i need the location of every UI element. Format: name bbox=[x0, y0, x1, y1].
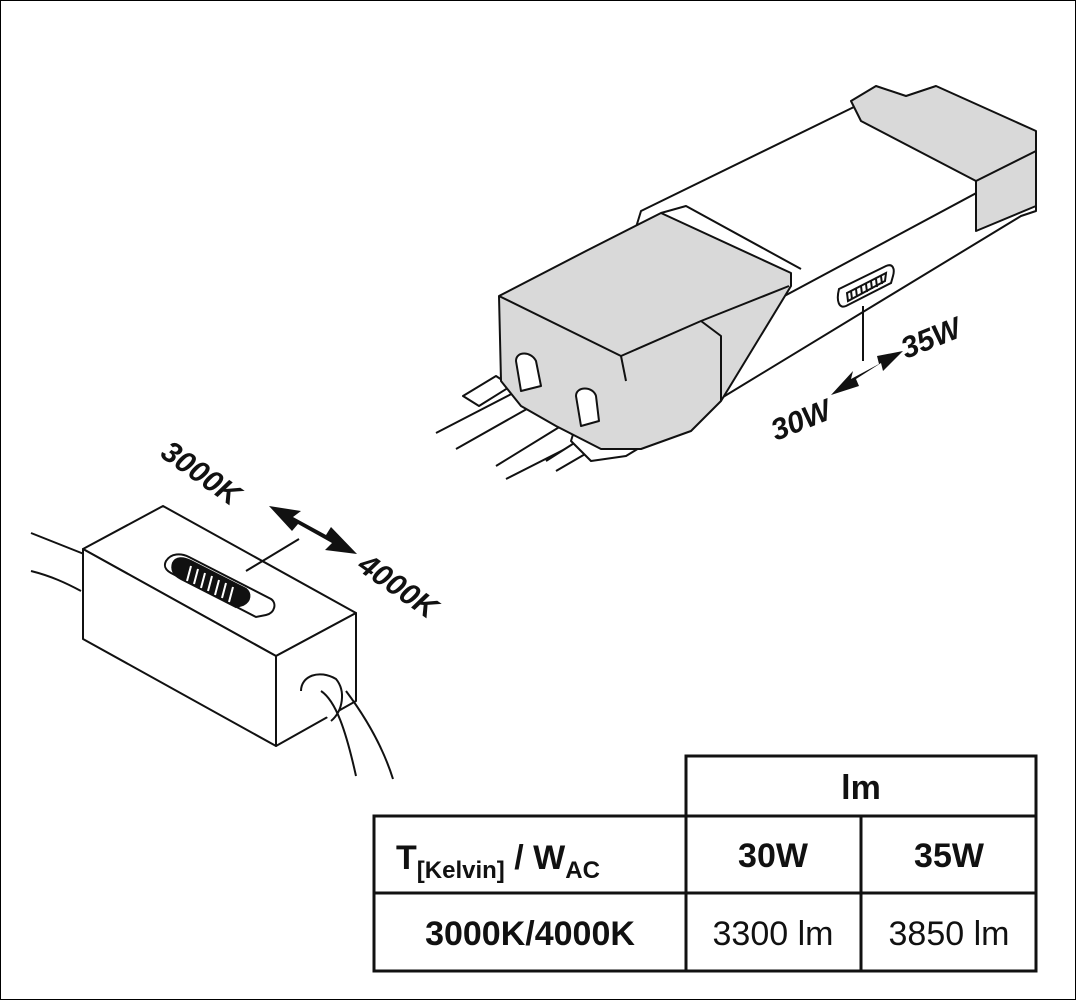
driver-cap-edge bbox=[975, 150, 1037, 182]
watt-low-label: 30W bbox=[766, 393, 838, 448]
cable-right-2 bbox=[345, 690, 394, 780]
col-header-30w: 30W bbox=[738, 837, 809, 875]
double-arrow-icon bbox=[269, 506, 357, 554]
driver-cap bbox=[850, 85, 1037, 232]
cable-right-1 bbox=[320, 690, 357, 777]
row-label: 3000K/4000K bbox=[425, 915, 635, 953]
socket-1 bbox=[515, 352, 542, 392]
led-driver bbox=[435, 85, 1037, 480]
double-arrow-icon bbox=[831, 351, 903, 395]
cable-left-bottom bbox=[30, 570, 82, 592]
watt-high-label: 35W bbox=[896, 311, 968, 366]
driver-front-edge bbox=[498, 285, 790, 357]
temp-low-label: 3000K bbox=[155, 435, 248, 514]
lm-header: lm bbox=[841, 769, 881, 807]
socket-2 bbox=[575, 387, 600, 427]
switch-slider-icon[interactable] bbox=[163, 538, 300, 619]
power-switch[interactable] bbox=[836, 264, 895, 361]
cell-30w: 3300 lm bbox=[713, 915, 834, 953]
cell-35w: 3850 lm bbox=[889, 915, 1010, 953]
cct-switch-box bbox=[30, 505, 394, 780]
row-header: T[Kelvin] / WAC bbox=[396, 839, 600, 884]
lumen-table: lm T[Kelvin] / WAC 30W 35W 3000K/4000K 3… bbox=[372, 754, 1038, 973]
col-header-35w: 35W bbox=[914, 837, 985, 875]
temp-high-label: 4000K bbox=[351, 547, 445, 627]
cable-left-top bbox=[30, 532, 90, 557]
